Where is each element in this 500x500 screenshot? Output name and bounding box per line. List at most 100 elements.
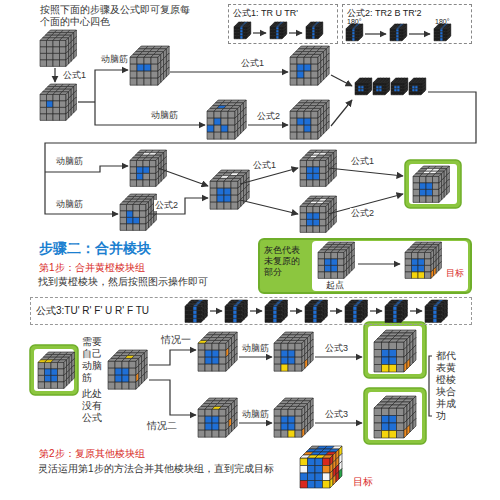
cube-sticker: [232, 356, 235, 366]
cube-sticker: [390, 38, 393, 41]
cube-sticker: [120, 224, 127, 231]
cube-sticker: [420, 196, 427, 203]
cube-sticker: [58, 362, 65, 369]
cube-sticker: [281, 364, 288, 371]
cube-sticker: [161, 172, 164, 181]
cube-sticker: [58, 369, 65, 376]
cube-sticker: [274, 350, 281, 357]
cube-sticker: [38, 369, 45, 376]
cube-sticker: [243, 30, 246, 33]
cube-sticker: [304, 132, 311, 139]
flow-arrow: [289, 32, 302, 33]
flow-arrow: [210, 310, 222, 311]
cube-sticker: [151, 71, 158, 78]
cube-sticker: [310, 419, 313, 429]
cube-sticker: [53, 94, 60, 101]
cube-sticker: [288, 357, 295, 364]
cube-sticker: [40, 107, 47, 114]
cube-sticker: [379, 92, 382, 95]
cube-sticker: [38, 375, 45, 382]
cube-sticker: [295, 343, 302, 350]
cube-sticker: [234, 27, 237, 30]
cube-sticker: [338, 252, 345, 259]
cube-sticker: [309, 310, 313, 314]
cube-sticker: [205, 430, 212, 437]
cube-sticker: [229, 306, 233, 310]
cube-sticker: [412, 92, 415, 95]
cube-sticker: [53, 60, 60, 67]
cube-sticker: [226, 361, 229, 371]
cube-sticker: [69, 109, 72, 118]
cube-sticker: [390, 32, 393, 35]
cube: [120, 194, 156, 230]
cube-sticker: [189, 318, 193, 322]
cube-sticker: [426, 183, 433, 190]
cube-sticker: [122, 382, 129, 389]
cube-sticker: [433, 196, 440, 203]
cube-sticker: [60, 53, 67, 60]
cube-sticker: [393, 314, 397, 318]
cube-sticker: [207, 132, 214, 139]
cube-sticker: [221, 111, 228, 118]
cube-sticker: [413, 419, 416, 430]
cube-sticker: [142, 374, 145, 384]
cube-sticker: [297, 57, 304, 64]
cube-sticker: [323, 481, 331, 489]
cube-sticker: [240, 36, 243, 39]
cube-sticker: [318, 252, 325, 259]
cube-sticker: [274, 416, 281, 423]
cube-sticker: [210, 188, 217, 195]
cube-sticker: [151, 78, 158, 85]
cube-sticker: [394, 83, 397, 86]
cube-sticker: [437, 38, 440, 41]
cube-sticker: [47, 40, 54, 47]
cube-sticker: [241, 197, 244, 207]
cube-sticker: [352, 29, 355, 32]
cube-sticker: [333, 475, 336, 486]
cube-sticker: [281, 409, 288, 416]
cube-sticker: [304, 125, 311, 132]
cube-sticker: [399, 35, 402, 38]
cube-sticker: [397, 350, 405, 358]
cube-sticker: [144, 78, 151, 85]
cube-sticker: [313, 173, 320, 180]
cube-sticker: [443, 32, 446, 35]
flow-arrow: [54, 68, 55, 82]
cube-sticker: [353, 318, 357, 322]
cube-sticker: [382, 89, 385, 92]
cube-sticker: [137, 64, 144, 71]
cube-sticker: [140, 224, 147, 231]
cube-sticker: [130, 64, 137, 71]
cube-sticker: [108, 382, 115, 389]
cube-sticker: [154, 214, 157, 223]
cube-sticker: [307, 167, 314, 174]
cube-sticker: [331, 172, 334, 181]
formula-move-icon: [306, 22, 323, 39]
cube-sticker: [297, 125, 304, 132]
cube-sticker: [413, 183, 420, 190]
cube-sticker: [234, 353, 237, 363]
cube-sticker: [382, 423, 390, 431]
cube-sticker: [197, 310, 201, 314]
cube-sticker: [313, 167, 320, 174]
cube-sticker: [205, 364, 212, 371]
cube-sticker: [130, 160, 137, 167]
formula-move-icon: [434, 24, 451, 41]
cube-sticker: [309, 33, 312, 36]
cube-sticker: [309, 318, 313, 322]
cube-sticker: [355, 35, 358, 38]
cube-sticker: [355, 89, 358, 92]
slice-icon: [355, 78, 372, 95]
cube-sticker: [231, 181, 238, 188]
cube: [374, 396, 416, 438]
cube-sticker: [376, 86, 379, 89]
cube-sticker: [130, 78, 137, 85]
cube-sticker: [437, 35, 440, 38]
cube-sticker: [357, 318, 361, 322]
formula-move-icon: [185, 300, 207, 322]
cube-sticker: [355, 92, 358, 95]
cube-sticker: [307, 160, 314, 167]
cube-sticker: [326, 312, 328, 318]
cube-sticker: [397, 365, 405, 373]
cube-sticker: [309, 30, 312, 33]
